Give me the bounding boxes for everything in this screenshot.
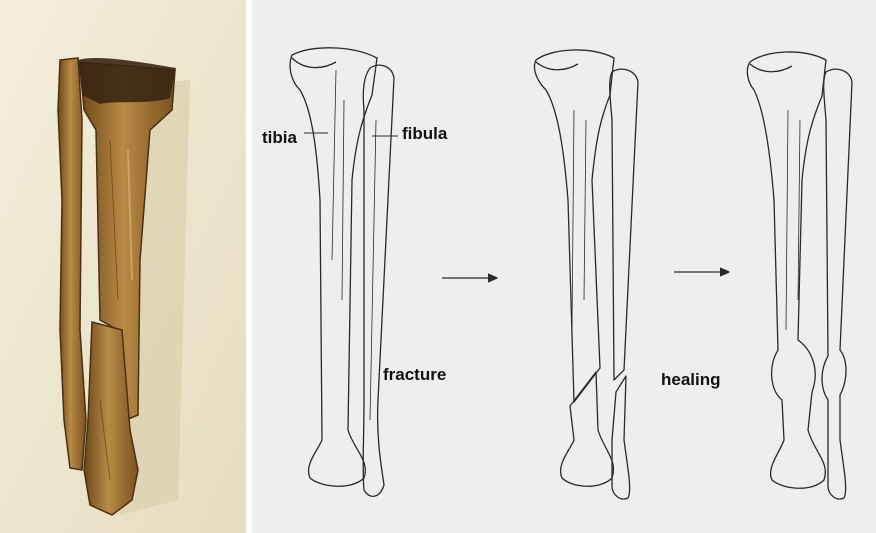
bone-healing-drawing (252, 0, 876, 533)
label-fibula: fibula (402, 124, 447, 144)
label-fracture: fracture (383, 365, 446, 385)
label-healing: healing (661, 370, 721, 390)
stage-healed-bones (747, 52, 852, 499)
label-tibia: tibia (262, 128, 297, 148)
arrow-1 (442, 274, 497, 282)
arrow-2 (674, 268, 729, 276)
healing-stages-svg (252, 0, 876, 533)
stage-fractured-bones (534, 50, 638, 499)
bone-specimen-photo (0, 0, 246, 533)
bone-specimen-illustration (0, 0, 246, 533)
stage-intact-bones (290, 48, 394, 496)
